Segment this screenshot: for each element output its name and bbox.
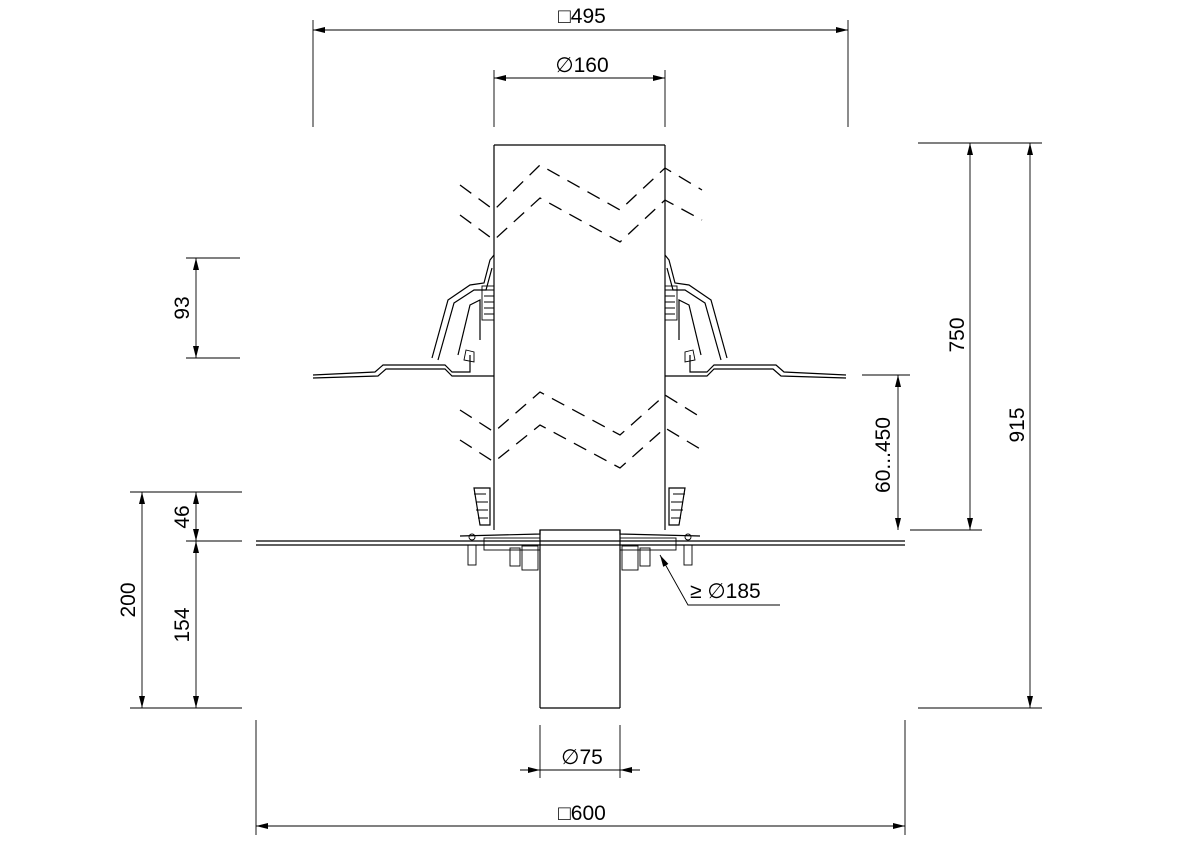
dim-bottom-square: □600 xyxy=(558,802,606,825)
dim-overall-height: 915 xyxy=(1006,407,1029,442)
upper-collar-right xyxy=(664,254,728,363)
base-flange-right xyxy=(619,533,693,571)
lower-seal-left xyxy=(473,487,491,526)
dim-base-total: 200 xyxy=(117,582,140,617)
break-line-upper xyxy=(459,164,703,243)
base-flange-left xyxy=(467,533,541,571)
dim-lower-base: 154 xyxy=(171,607,194,642)
dim-outlet-diameter: ∅75 xyxy=(561,746,603,769)
vent-pipe xyxy=(493,144,666,530)
break-line-lower xyxy=(459,391,703,469)
lower-seal-right xyxy=(668,487,686,526)
dim-top-square: □495 xyxy=(558,5,606,28)
base-plate xyxy=(256,529,905,546)
upper-collar-left xyxy=(431,254,495,363)
extension-lines xyxy=(130,20,1042,835)
dim-adjust-range: 60...450 xyxy=(872,417,895,493)
dim-flange-diameter: ≥ ∅185 xyxy=(690,580,761,603)
dimension-lines xyxy=(139,27,1033,829)
dim-upper-base: 46 xyxy=(171,505,194,528)
dim-pipe-diameter: ∅160 xyxy=(555,54,608,77)
dim-pipe-length: 750 xyxy=(946,317,969,352)
roof-flashing-plate xyxy=(312,355,847,379)
dim-collar-height: 93 xyxy=(171,296,194,319)
outlet-pipe xyxy=(539,530,621,709)
